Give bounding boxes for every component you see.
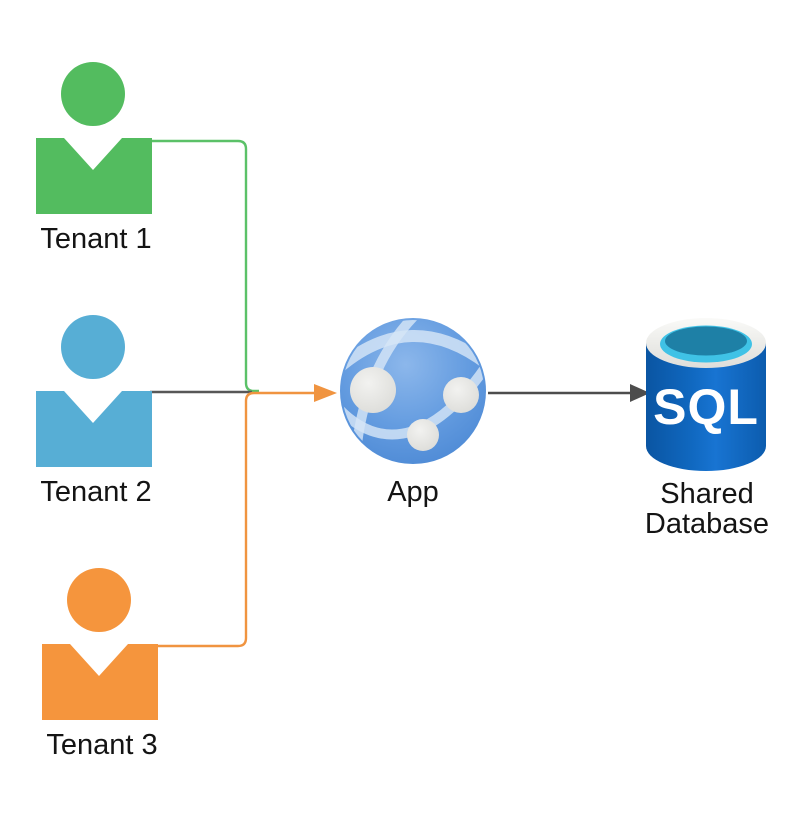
person-body [42, 644, 158, 720]
tenant1-label: Tenant 1 [40, 223, 152, 255]
person-icon [36, 62, 152, 214]
arrowhead-to-database-icon [630, 384, 650, 402]
connector-tenant1-to-app[interactable] [150, 139, 259, 393]
arrowhead-to-app-icon [314, 384, 337, 402]
globe-node-right [443, 377, 479, 413]
db-cylinder-body [646, 343, 766, 471]
person-body [36, 391, 152, 467]
globe-node-small [407, 419, 439, 451]
sql-database-icon: SQL [646, 318, 766, 471]
db-sql-text: SQL [653, 379, 759, 435]
tenant1-node[interactable] [36, 62, 152, 219]
tenant2-label: Tenant 2 [40, 476, 152, 508]
person-icon [36, 315, 152, 467]
globe-node-large [350, 367, 396, 413]
person-head [61, 315, 125, 379]
person-head [67, 568, 131, 632]
connector-tenant3-to-app[interactable] [156, 391, 316, 648]
app-node[interactable] [339, 317, 487, 470]
database-label: Shared Database [627, 479, 787, 539]
database-node[interactable]: SQL [645, 318, 767, 477]
app-label: App [387, 476, 439, 508]
db-top-inner [665, 326, 747, 356]
database-label-line1: Shared [660, 478, 754, 510]
tenant3-label: Tenant 3 [46, 729, 158, 761]
person-icon [42, 568, 158, 720]
database-label-line2: Database [644, 508, 770, 540]
person-body [36, 138, 152, 214]
tenant2-node[interactable] [36, 315, 152, 472]
app-globe-icon [340, 318, 486, 464]
tenant3-node[interactable] [42, 568, 158, 725]
person-head [61, 62, 125, 126]
